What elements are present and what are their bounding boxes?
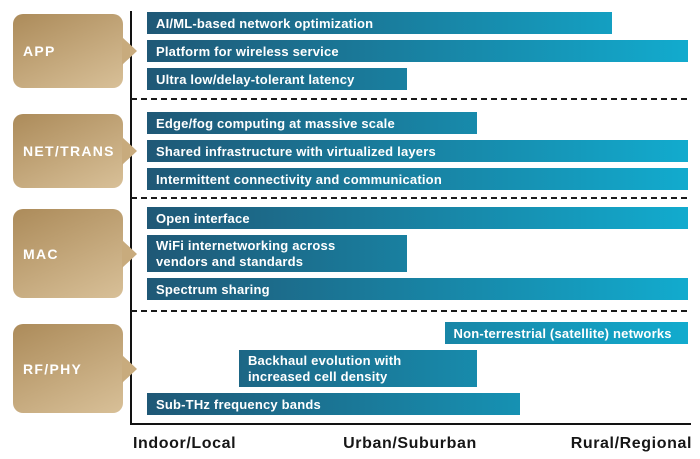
- bar-intermittent-connectivity-and-communication: Intermittent connectivity and communicat…: [147, 168, 688, 190]
- section-divider: [131, 98, 691, 100]
- section-label-rf-phy: RF/PHY: [13, 324, 123, 413]
- section-label-net-trans: NET/TRANS: [13, 114, 123, 188]
- x-axis-line: [130, 423, 691, 425]
- section-label-mac: MAC: [13, 209, 123, 298]
- bar-label-line: WiFi internetworking across: [156, 237, 336, 253]
- bar-sub-thz-frequency-bands: Sub-THz frequency bands: [147, 393, 521, 415]
- axis-label-urban-suburban: Urban/Suburban: [343, 435, 477, 452]
- section-divider: [131, 310, 691, 312]
- y-axis-line: [130, 11, 132, 425]
- bar-label-line: increased cell density: [247, 368, 388, 384]
- bar-non-terrestrial-satellite-networks: Non-terrestrial (satellite) networks: [444, 322, 688, 344]
- bar-shared-infrastructure-with-virtualized-layers: Shared infrastructure with virtualized l…: [147, 140, 688, 162]
- bar-edge-fog-computing-at-massive-scale: Edge/fog computing at massive scale: [147, 112, 477, 134]
- bar-label-line: Backhaul evolution with: [247, 352, 402, 368]
- bar-spectrum-sharing: Spectrum sharing: [147, 278, 688, 300]
- bar-open-interface: Open interface: [147, 207, 688, 229]
- bar-platform-for-wireless-service: Platform for wireless service: [147, 40, 688, 62]
- bar-label-line: vendors and standards: [156, 253, 304, 269]
- bar-ai-ml-based-network-optimization: AI/ML-based network optimization: [147, 12, 613, 34]
- bar-ultra-low-delay-tolerant-latency: Ultra low/delay-tolerant latency: [147, 68, 407, 90]
- axis-label-indoor-local: Indoor/Local: [133, 435, 237, 452]
- axis-label-rural-regional: Rural/Regional: [570, 435, 692, 452]
- section-divider: [131, 197, 691, 199]
- section-label-app: APP: [13, 14, 123, 88]
